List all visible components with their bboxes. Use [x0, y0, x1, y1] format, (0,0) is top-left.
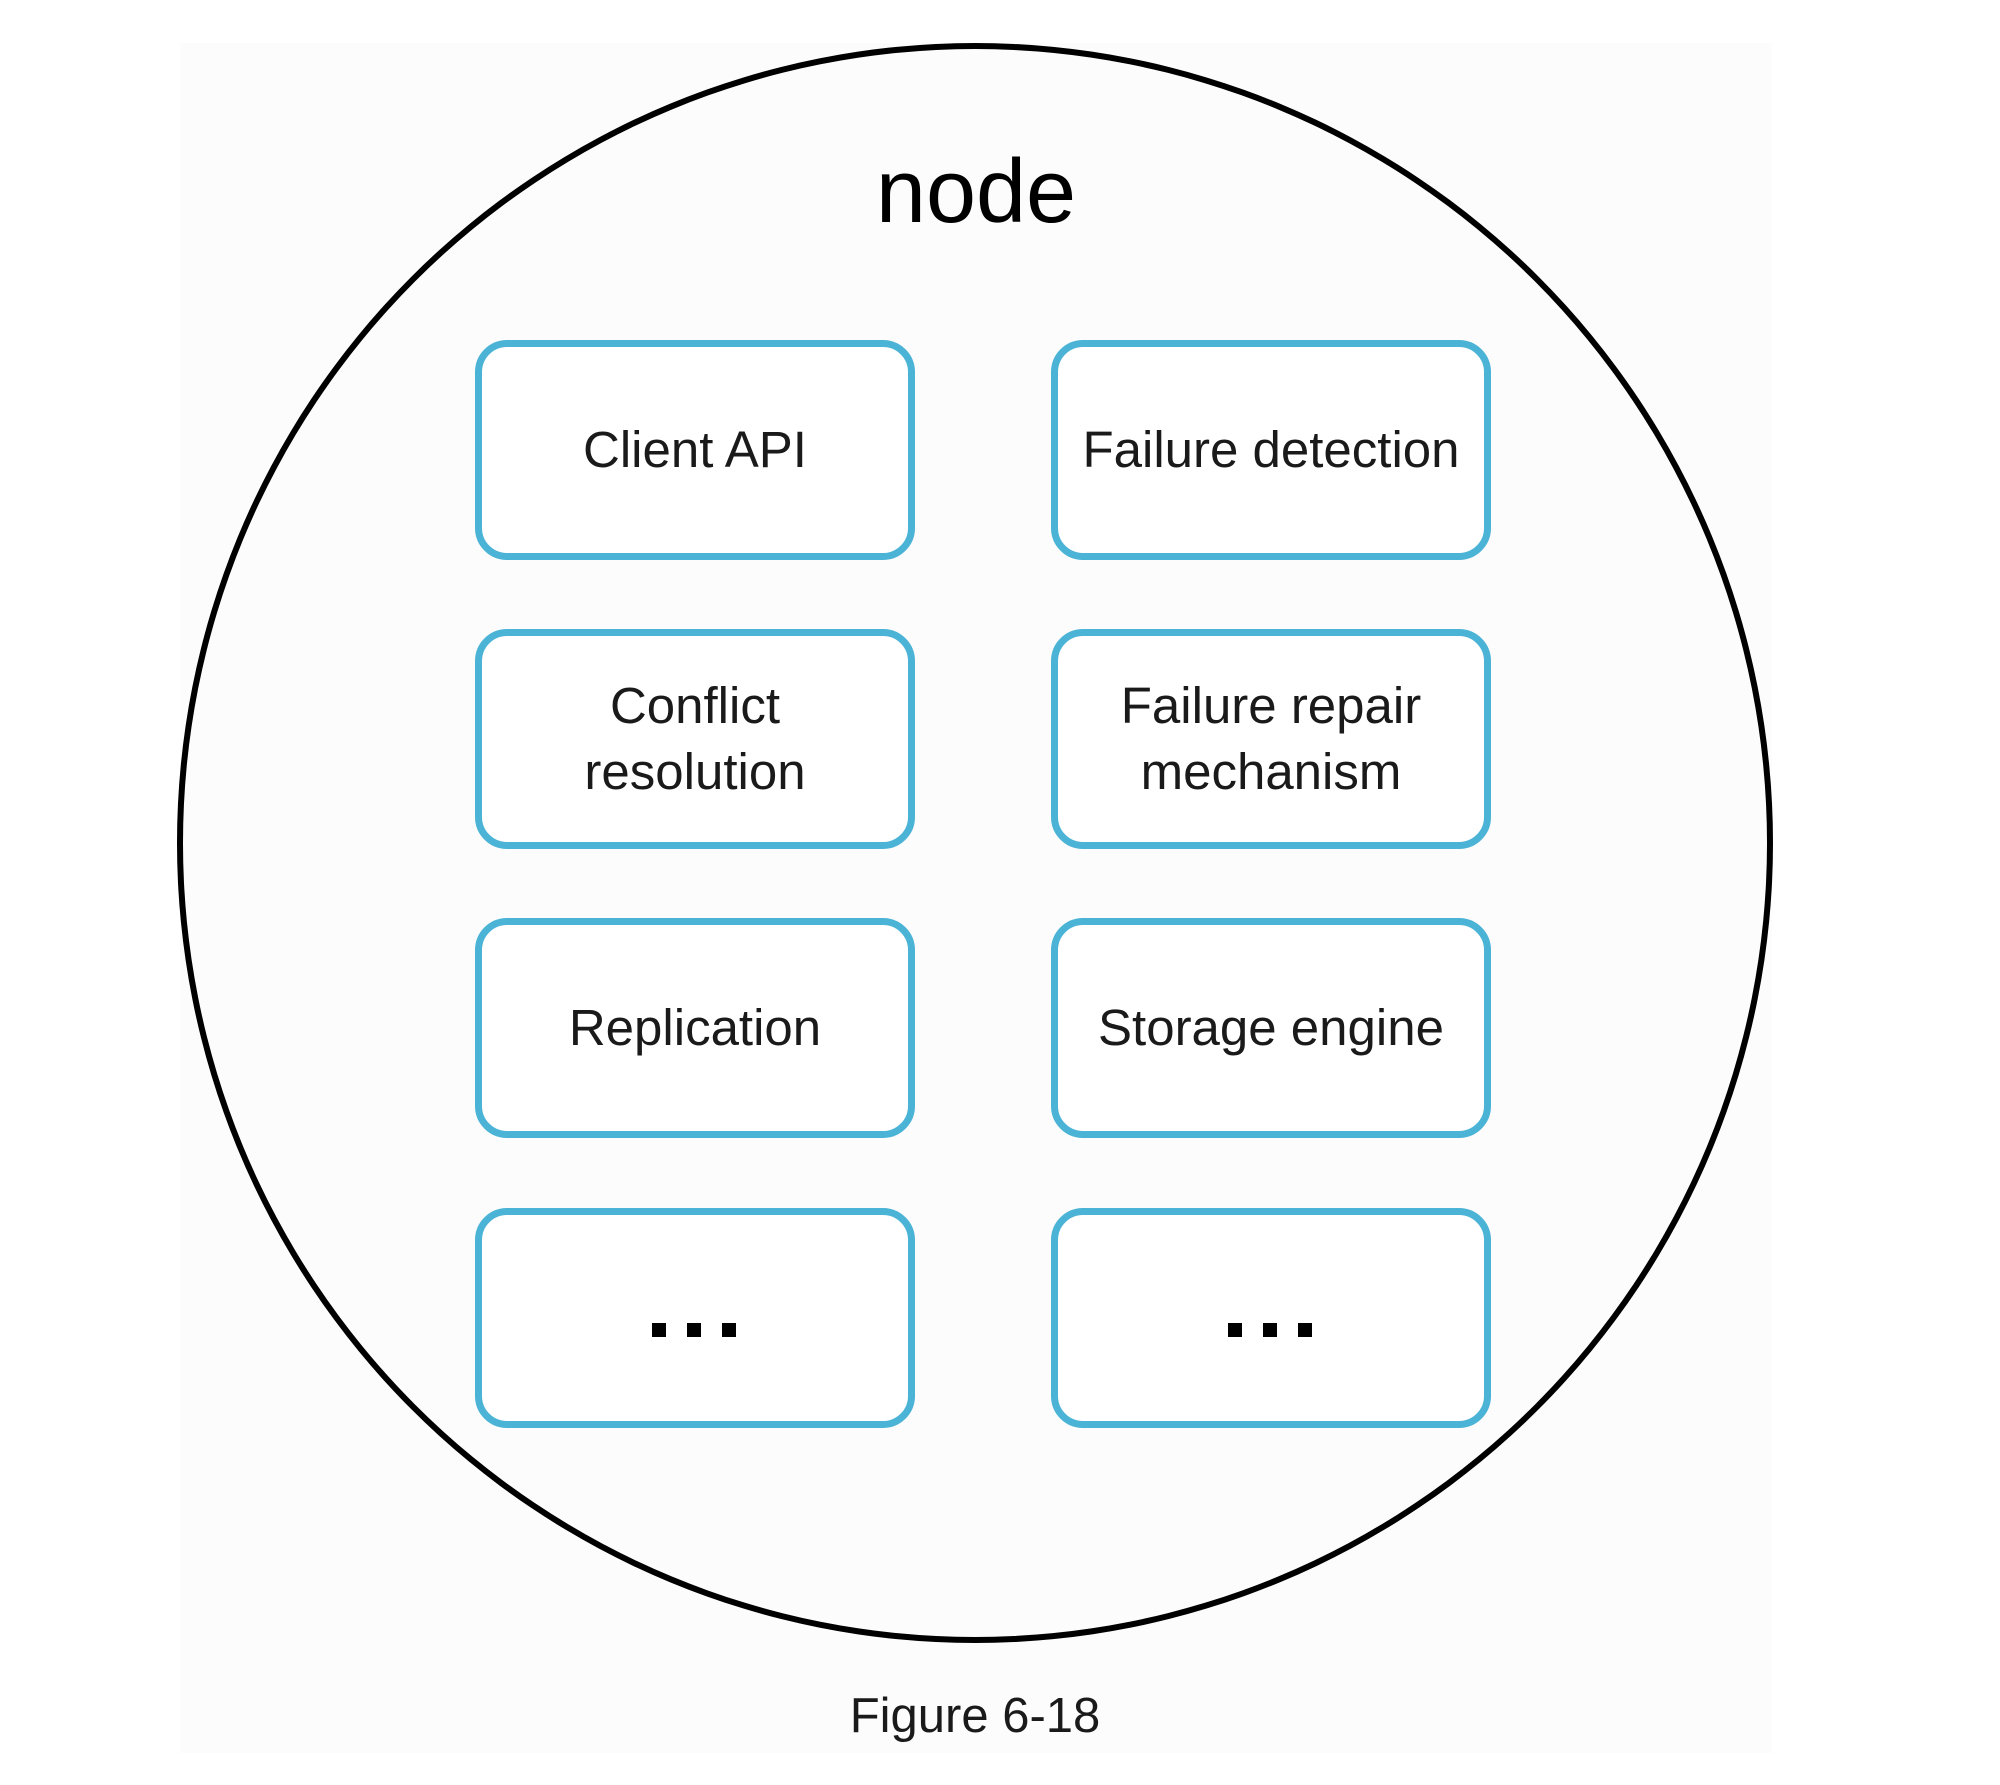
component-label: Conflict resolution: [584, 677, 806, 800]
component-ellipsis-left: [475, 1208, 915, 1428]
component-ellipsis-right: [1051, 1208, 1491, 1428]
component-failure-repair-mechanism: Failure repair mechanism: [1051, 629, 1491, 849]
component-failure-detection: Failure detection: [1051, 340, 1491, 560]
component-label: Client API: [583, 421, 807, 478]
ellipsis-dot: [1228, 1323, 1242, 1337]
component-label: Failure repair mechanism: [1120, 677, 1422, 800]
component-replication: Replication: [475, 918, 915, 1138]
component-conflict-resolution: Conflict resolution: [475, 629, 915, 849]
component-label: Failure detection: [1082, 421, 1460, 478]
component-storage-engine: Storage engine: [1051, 918, 1491, 1138]
figure-caption-text: Figure 6-18: [849, 1689, 1101, 1743]
ellipsis-icon: [652, 1323, 736, 1337]
ellipsis-dot: [1263, 1323, 1277, 1337]
component-label: Storage engine: [1098, 999, 1444, 1056]
component-label: Replication: [568, 999, 822, 1056]
component-client-api: Client API: [475, 340, 915, 560]
ellipsis-icon: [1228, 1323, 1312, 1337]
node-title: node: [0, 142, 2000, 242]
node-circle: [177, 43, 1773, 1643]
ellipsis-dot: [652, 1323, 666, 1337]
ellipsis-dot: [687, 1323, 701, 1337]
node-title-text: node: [875, 142, 1077, 242]
ellipsis-dot: [722, 1323, 736, 1337]
ellipsis-dot: [1298, 1323, 1312, 1337]
figure-caption: Figure 6-18: [0, 1688, 2000, 1744]
